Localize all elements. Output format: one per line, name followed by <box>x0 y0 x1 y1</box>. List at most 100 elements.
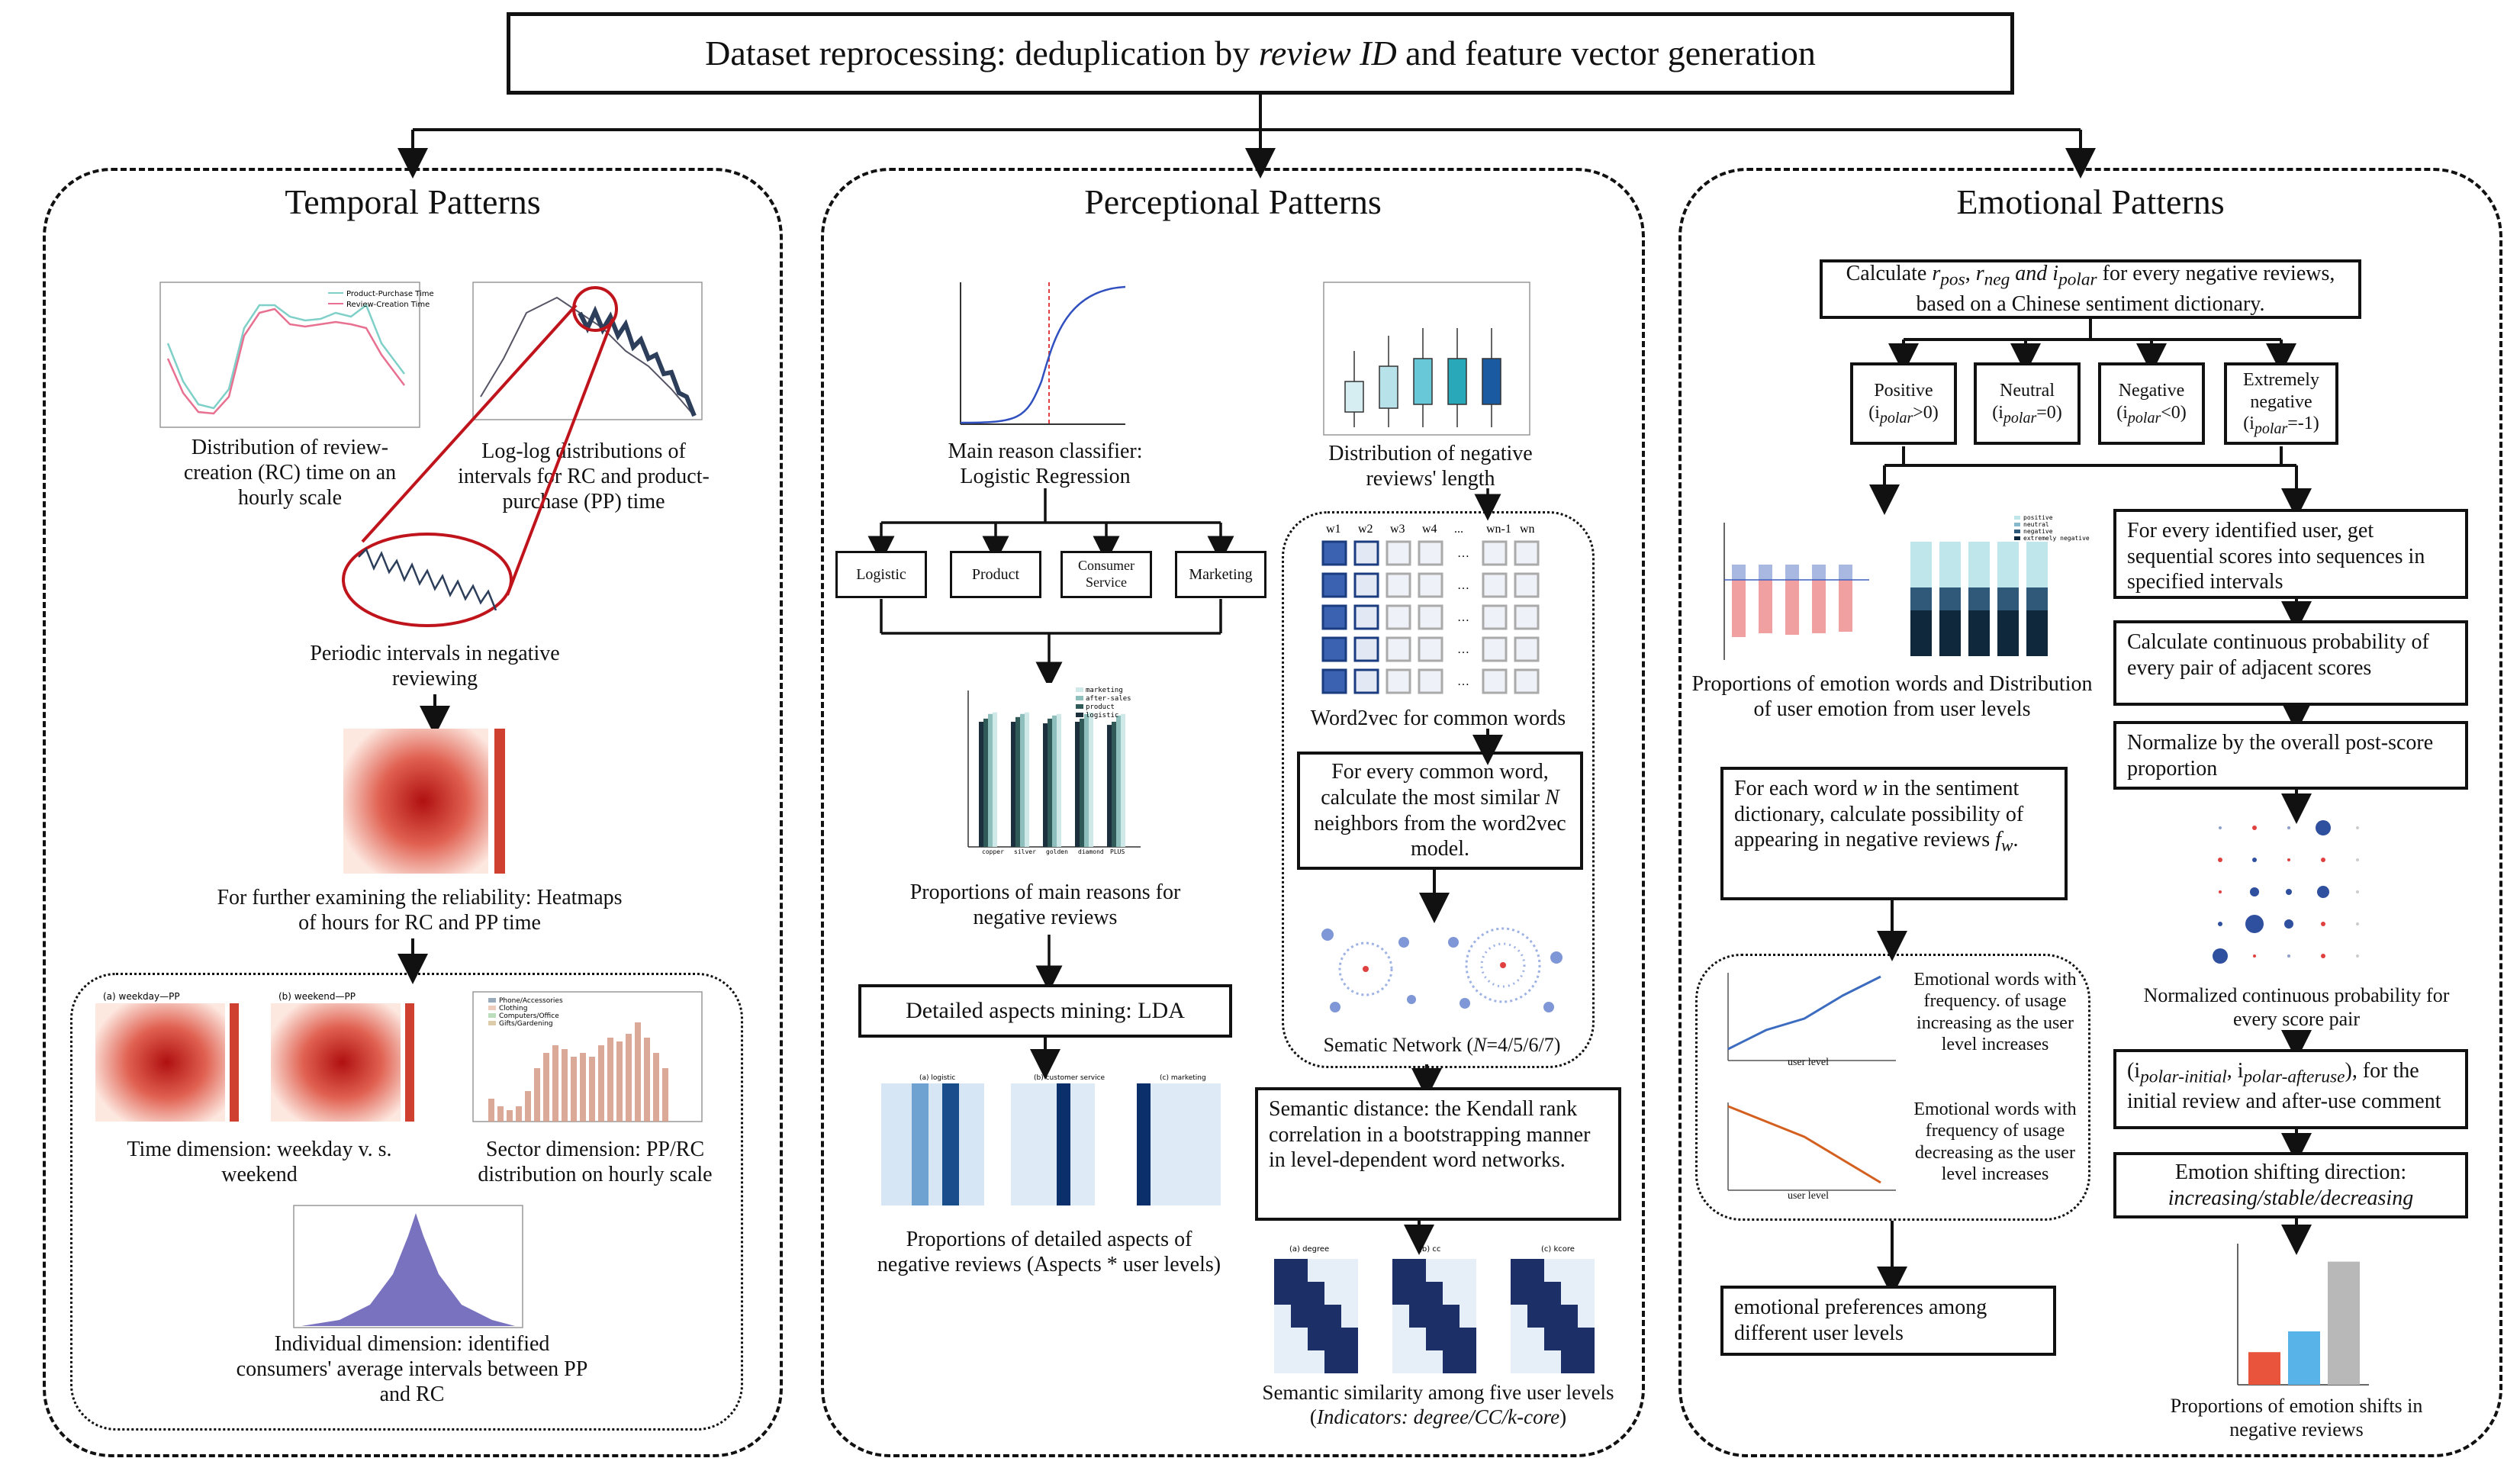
logistic-curve <box>960 282 1126 425</box>
word-vector-cell <box>1321 572 1347 598</box>
word-vector-cell <box>1353 572 1379 598</box>
ellipsis-text: … <box>1457 643 1469 656</box>
reason-tick-label: golden <box>1046 848 1068 855</box>
word-vector-cell <box>1482 604 1508 630</box>
emotion-bar-extreme <box>1910 610 1932 656</box>
reason-tick-label: copper <box>982 848 1004 855</box>
probability-dot <box>2245 915 2264 933</box>
similarity-cell <box>1561 1259 1578 1282</box>
svg-text:logistic: logistic <box>1086 712 1118 719</box>
word-vector-cell <box>1386 572 1411 598</box>
calc-box: Calculate rpos, rneg and ipolar for ever… <box>1820 259 2361 319</box>
similarity-cell <box>1460 1305 1476 1328</box>
reason-bar <box>1025 712 1029 847</box>
reason-tick-label: silver <box>1014 848 1036 855</box>
probability-dot <box>2321 922 2325 926</box>
reason-bar <box>993 712 997 847</box>
similarity-cell <box>1426 1305 1443 1328</box>
cat-positive: Positive (ipolar>0) <box>1850 362 1957 445</box>
similarity-cell <box>1341 1350 1358 1373</box>
word-vector-cell <box>1353 636 1379 662</box>
probability-dot <box>2356 954 2359 958</box>
probability-dot <box>2287 954 2290 958</box>
similarity-cell <box>1511 1282 1527 1305</box>
word-vector-cell <box>1321 540 1347 566</box>
emotional-panel <box>1678 168 2502 1457</box>
similarity-cell <box>1426 1350 1443 1373</box>
svg-text:positive: positive <box>2023 514 2053 521</box>
svg-text:Computers/Office: Computers/Office <box>499 1012 559 1020</box>
svg-text:negative: negative <box>2023 528 2053 535</box>
rc-chart-legend: Product-Purchase Time Review-Creation Ti… <box>328 290 434 309</box>
word-vector-cell <box>1418 604 1443 630</box>
probability-dot <box>2321 954 2325 958</box>
similarity-matrices: (a) degree (b) cc (c) kcore <box>1274 1245 1595 1373</box>
normalized-dot-matrix <box>2213 820 2359 964</box>
header-title-box: Dataset reprocessing: deduplication by r… <box>507 12 2014 95</box>
similarity-cell <box>1511 1328 1527 1350</box>
similarity-cell <box>1544 1328 1561 1350</box>
similarity-cell <box>1544 1259 1561 1282</box>
length-boxplot <box>1323 282 1530 436</box>
rc-caption: Distribution of review-creation (RC) tim… <box>183 436 397 510</box>
emotion-caption: Proportions of emotion words and Distrib… <box>1691 672 2093 722</box>
svg-text:w4: w4 <box>1422 523 1437 536</box>
similarity-cell <box>1527 1328 1544 1350</box>
word-vector-cell <box>1482 636 1508 662</box>
reason-bar <box>1052 715 1057 847</box>
word-vector-cell <box>1386 540 1411 566</box>
aspects-heatmaps: (a) logistic (b) customer service (c) ma… <box>881 1074 1221 1205</box>
similarity-cell <box>1578 1305 1595 1328</box>
cat-neutral: Neutral (ipolar=0) <box>1974 362 2081 445</box>
similarity-cell <box>1409 1282 1426 1305</box>
similarity-cell <box>1561 1350 1578 1373</box>
shift-caption: Proportions of emotion shifts in negativ… <box>2170 1395 2423 1440</box>
reason-bar <box>979 722 983 847</box>
probability-dot <box>2252 858 2257 862</box>
ellipsis-text: … <box>1457 675 1469 688</box>
similarity-cell <box>1392 1350 1409 1373</box>
probability-dot <box>2287 826 2290 829</box>
similarity-cell <box>1426 1259 1443 1282</box>
semantic-network-graph <box>1321 927 1563 1012</box>
similarity-cell <box>1291 1328 1308 1350</box>
svg-text:...: ... <box>1454 523 1463 536</box>
similarity-cell <box>1443 1350 1460 1373</box>
reason-tick-label: diamond <box>1078 848 1104 855</box>
loglog-chart <box>472 282 703 420</box>
heatmap-rc-pp <box>343 729 505 874</box>
shift-box: Emotion shifting direction: increasing/s… <box>2113 1152 2468 1218</box>
probability-dot <box>2321 858 2325 862</box>
probability-dot <box>2213 948 2228 964</box>
similarity-cell <box>1527 1350 1544 1373</box>
similarity-cell <box>1544 1282 1561 1305</box>
reason-bar <box>1015 716 1020 847</box>
svg-text:w2: w2 <box>1358 523 1373 536</box>
similarity-cell <box>1409 1259 1426 1282</box>
word2vec-grid: …………… w1 w2 w3 w4 ... wn-1 wn <box>1321 523 1540 694</box>
loglog-caption: Log-log distributions of intervals for R… <box>458 439 710 514</box>
svg-text:marketing: marketing <box>1086 687 1123 694</box>
periodic-caption: Periodic intervals in negative reviewing <box>310 642 560 691</box>
word-vector-cell <box>1353 668 1379 694</box>
classifier-caption: Main reason classifier: Logistic Regress… <box>948 439 1143 489</box>
header-title: Dataset reprocessing: deduplication by r… <box>705 34 1816 73</box>
probability-dot <box>2218 858 2222 862</box>
similarity-cell <box>1409 1305 1426 1328</box>
similarity-cell <box>1324 1350 1341 1373</box>
similarity-cell <box>1426 1328 1443 1350</box>
word-vector-cell <box>1514 572 1540 598</box>
similarity-cell <box>1308 1328 1324 1350</box>
word-vector-cell <box>1418 636 1443 662</box>
cat-negative: Negative (ipolar<0) <box>2098 362 2205 445</box>
word-vector-cell <box>1418 668 1443 694</box>
svg-text:(a) weekday—PP: (a) weekday—PP <box>103 991 180 1002</box>
similarity-cell <box>1561 1328 1578 1350</box>
perceptional-panel <box>821 168 1645 1457</box>
reasons-legend: marketing after-sales product logistic <box>1076 687 1131 719</box>
similarity-cell <box>1511 1350 1527 1373</box>
svg-text:extremely negative: extremely negative <box>2023 535 2090 542</box>
word-vector-cell <box>1482 668 1508 694</box>
ellipsis-text: … <box>1457 611 1469 624</box>
